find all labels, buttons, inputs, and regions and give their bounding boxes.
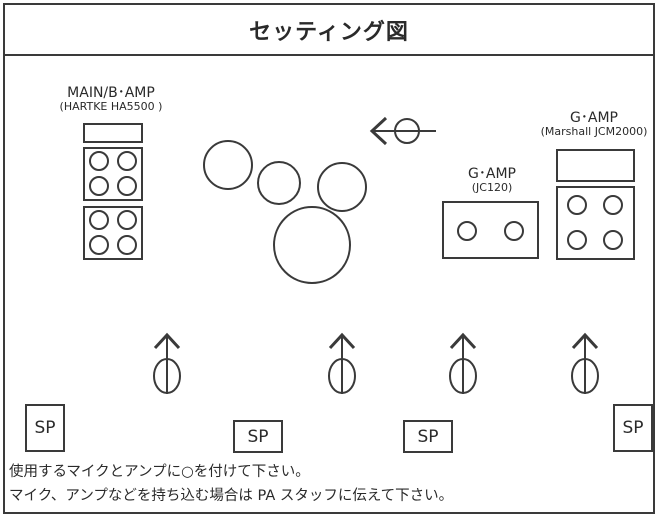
speaker-center-right[interactable]: SP — [403, 420, 453, 453]
page-title: セッティング図 — [249, 19, 409, 45]
drum-tom-middle[interactable] — [257, 161, 301, 205]
speaker-label: SP — [34, 418, 56, 438]
bass-amp-head[interactable] — [83, 123, 143, 143]
up-arrow-mic-icon[interactable] — [153, 332, 181, 394]
up-arrow-mic-icon[interactable] — [328, 332, 356, 394]
marshall-amp-model: (Marshall JCM2000) — [540, 124, 648, 138]
drum-bass[interactable] — [273, 206, 351, 284]
marshall-amp-head[interactable] — [556, 149, 635, 182]
bass-amp-model: (HARTKE HA5500 ) — [59, 99, 163, 113]
title-bar: セッティング図 — [3, 3, 655, 56]
note-line-2: マイク、アンプなどを持ち込む場合は PA スタッフに伝えて下さい。 — [9, 488, 454, 504]
jc120-amp-model: (JC120) — [471, 180, 513, 194]
jc120-amp-name: G･AMP — [468, 166, 516, 182]
speaker-label: SP — [247, 426, 269, 447]
speaker-right[interactable]: SP — [613, 404, 653, 452]
speaker-label: SP — [622, 418, 644, 438]
left-arrow-mic-icon[interactable] — [369, 116, 436, 146]
speaker-label: SP — [417, 426, 439, 447]
speaker-center-left[interactable]: SP — [233, 420, 283, 453]
speaker-left[interactable]: SP — [25, 404, 65, 452]
drum-kit — [203, 140, 367, 284]
marshall-amp-label: G･AMP (Marshall JCM2000) — [530, 111, 658, 137]
marshall-cabinet[interactable] — [556, 186, 635, 260]
jc120-amp[interactable] — [442, 201, 539, 259]
up-arrow-mic-icon[interactable] — [449, 332, 477, 394]
bass-amp-label: MAIN/B･AMP (HARTKE HA5500 ) — [41, 86, 181, 112]
bass-cabinet-lower[interactable] — [83, 206, 143, 260]
bass-cabinet-upper[interactable] — [83, 147, 143, 201]
note-line-1: 使用するマイクとアンプに○を付けて下さい。 — [9, 464, 310, 480]
bass-amp-name: MAIN/B･AMP — [67, 85, 155, 101]
drum-tom-left[interactable] — [203, 140, 253, 190]
drum-tom-right[interactable] — [317, 162, 367, 212]
marshall-amp-name: G･AMP — [570, 110, 618, 126]
up-arrow-mic-icon[interactable] — [571, 332, 599, 394]
jc120-amp-label: G･AMP (JC120) — [452, 167, 532, 193]
